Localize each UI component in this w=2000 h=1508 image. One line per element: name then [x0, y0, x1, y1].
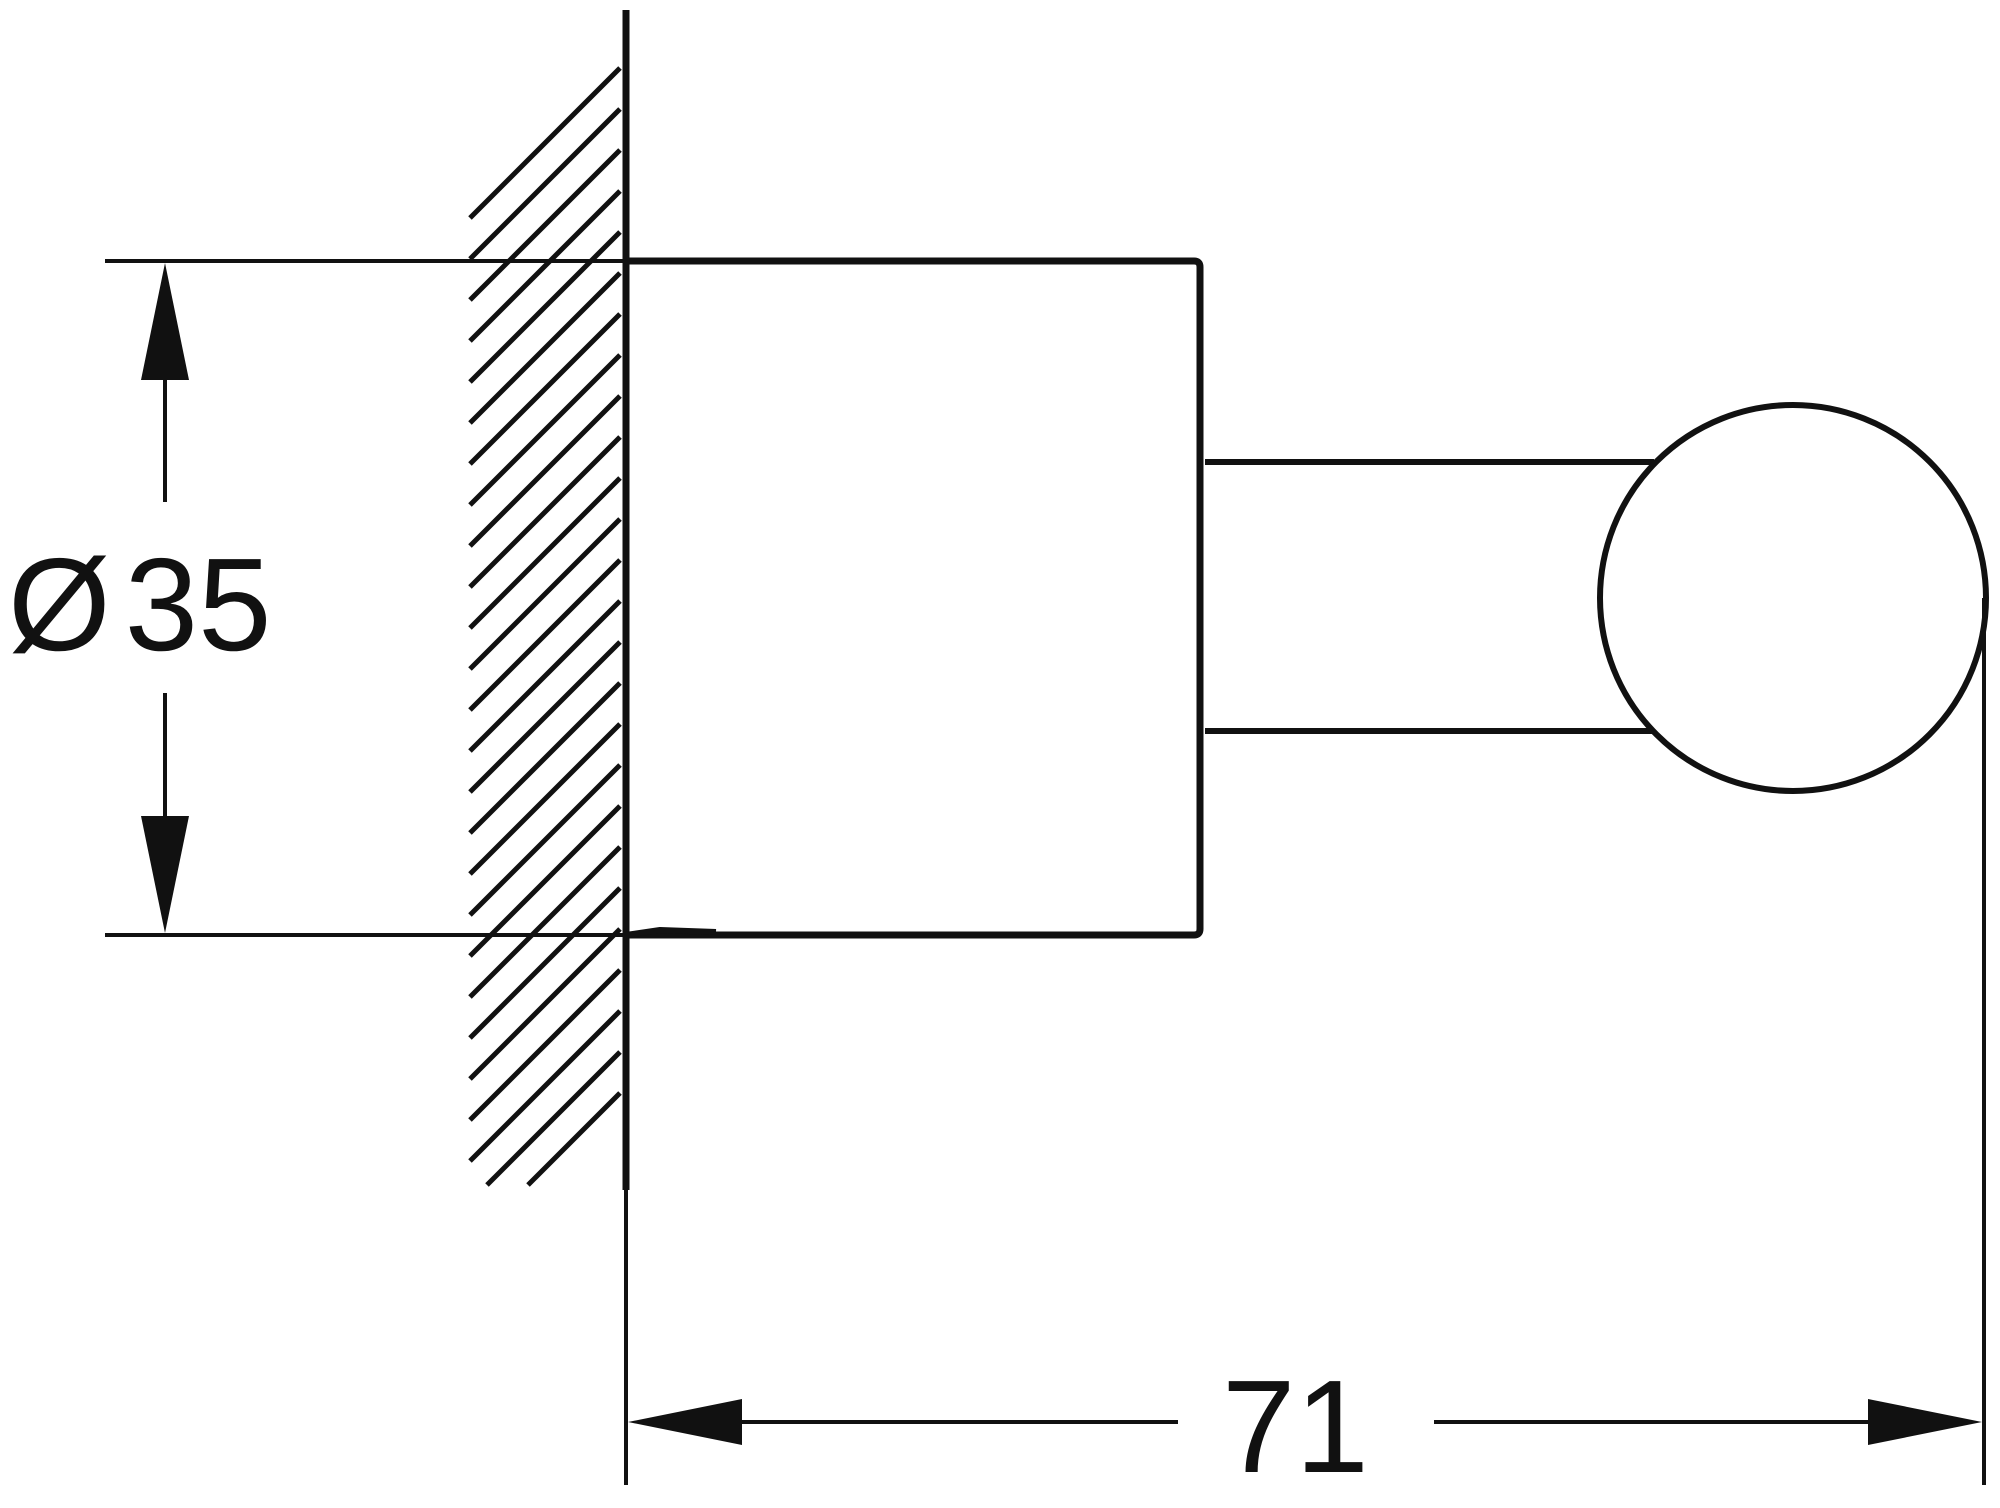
hatch-line [468, 886, 622, 1040]
projection-arrow-left [628, 1399, 742, 1445]
hatch-line [468, 353, 622, 507]
diameter-value: 35 [125, 531, 272, 678]
hatch-line [468, 271, 622, 425]
wall-hatching [468, 66, 622, 1187]
hatch-line [468, 640, 622, 794]
hatch-line [468, 435, 622, 589]
hatch-line [485, 1050, 622, 1187]
hatch-line [468, 599, 622, 753]
hatch-line [468, 189, 622, 343]
hook-knob-circle [1597, 402, 1989, 794]
diameter-arrow-top [141, 263, 189, 380]
hatch-line [468, 394, 622, 548]
hatch-line [468, 1009, 622, 1163]
hatch-line [468, 230, 622, 384]
hatch-line [468, 517, 622, 671]
hatch-line [468, 722, 622, 876]
hatch-line [468, 558, 622, 712]
hatch-line [468, 927, 622, 1081]
hatch-line [468, 804, 622, 958]
hatch-line [468, 312, 622, 466]
projection-arrow-right [1868, 1399, 1982, 1445]
base-bottom-notch [625, 927, 717, 938]
diameter-symbol: Ø [8, 531, 111, 678]
hatch-line [468, 66, 622, 220]
hatch-line [468, 845, 622, 999]
hatch-line [468, 681, 622, 835]
hatch-line [468, 476, 622, 630]
hatch-line [468, 968, 622, 1122]
hatch-line [526, 1091, 622, 1187]
diameter-arrow-bottom [141, 816, 189, 933]
hatch-line [468, 763, 622, 917]
mounting-base-outline [626, 257, 1204, 939]
projection-label: 71 [1222, 1353, 1369, 1500]
hatch-line [468, 148, 622, 302]
hatch-line [468, 107, 622, 261]
